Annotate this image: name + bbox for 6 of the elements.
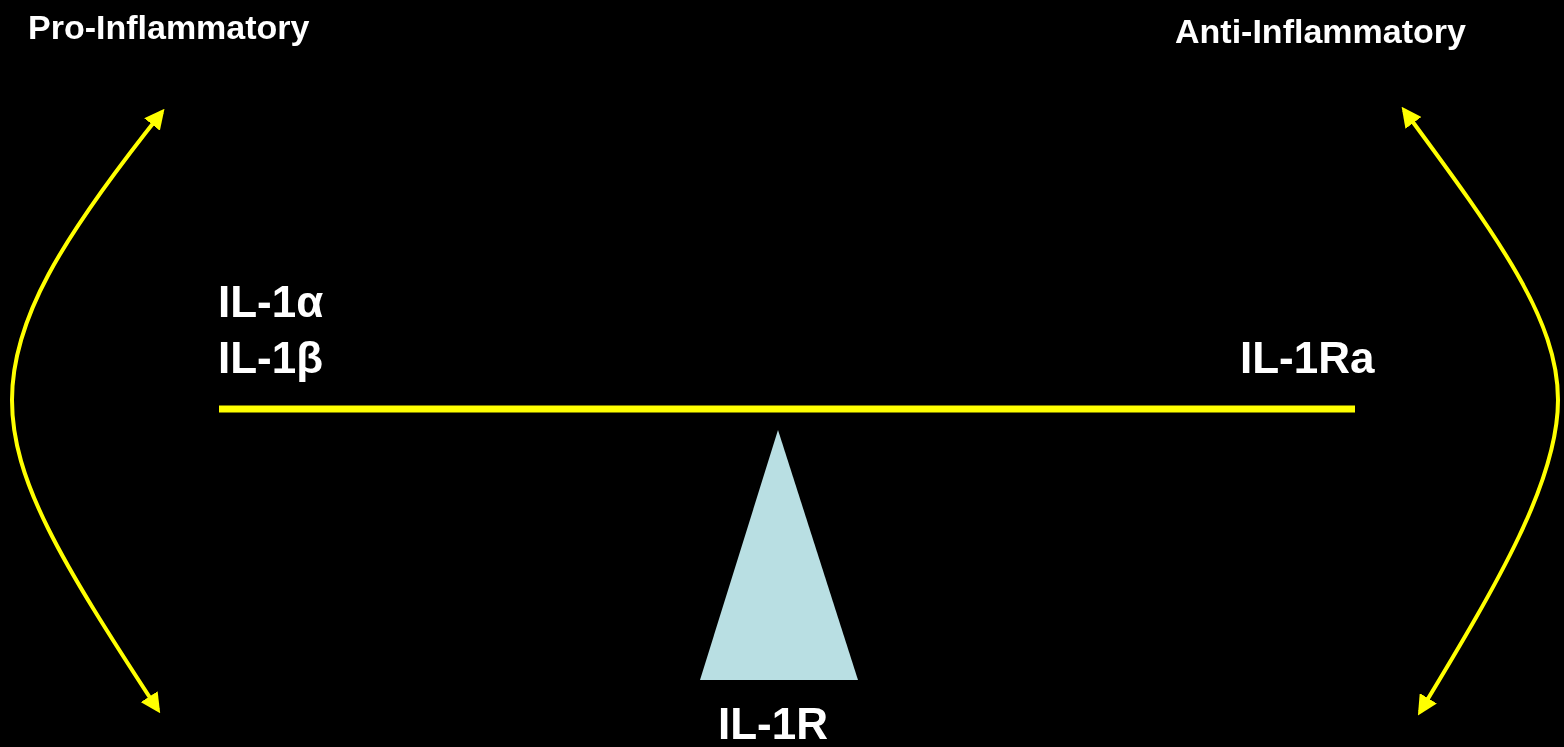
molecule-label: IL-1α bbox=[218, 280, 324, 324]
side-heading: Anti-Inflammatory bbox=[1175, 14, 1466, 48]
side-heading: Pro-Inflammatory bbox=[28, 10, 310, 44]
molecule-label: IL-1β bbox=[218, 336, 324, 380]
molecule-label: IL-1Ra bbox=[1240, 336, 1375, 380]
receptor-label: IL-1R bbox=[718, 702, 828, 746]
